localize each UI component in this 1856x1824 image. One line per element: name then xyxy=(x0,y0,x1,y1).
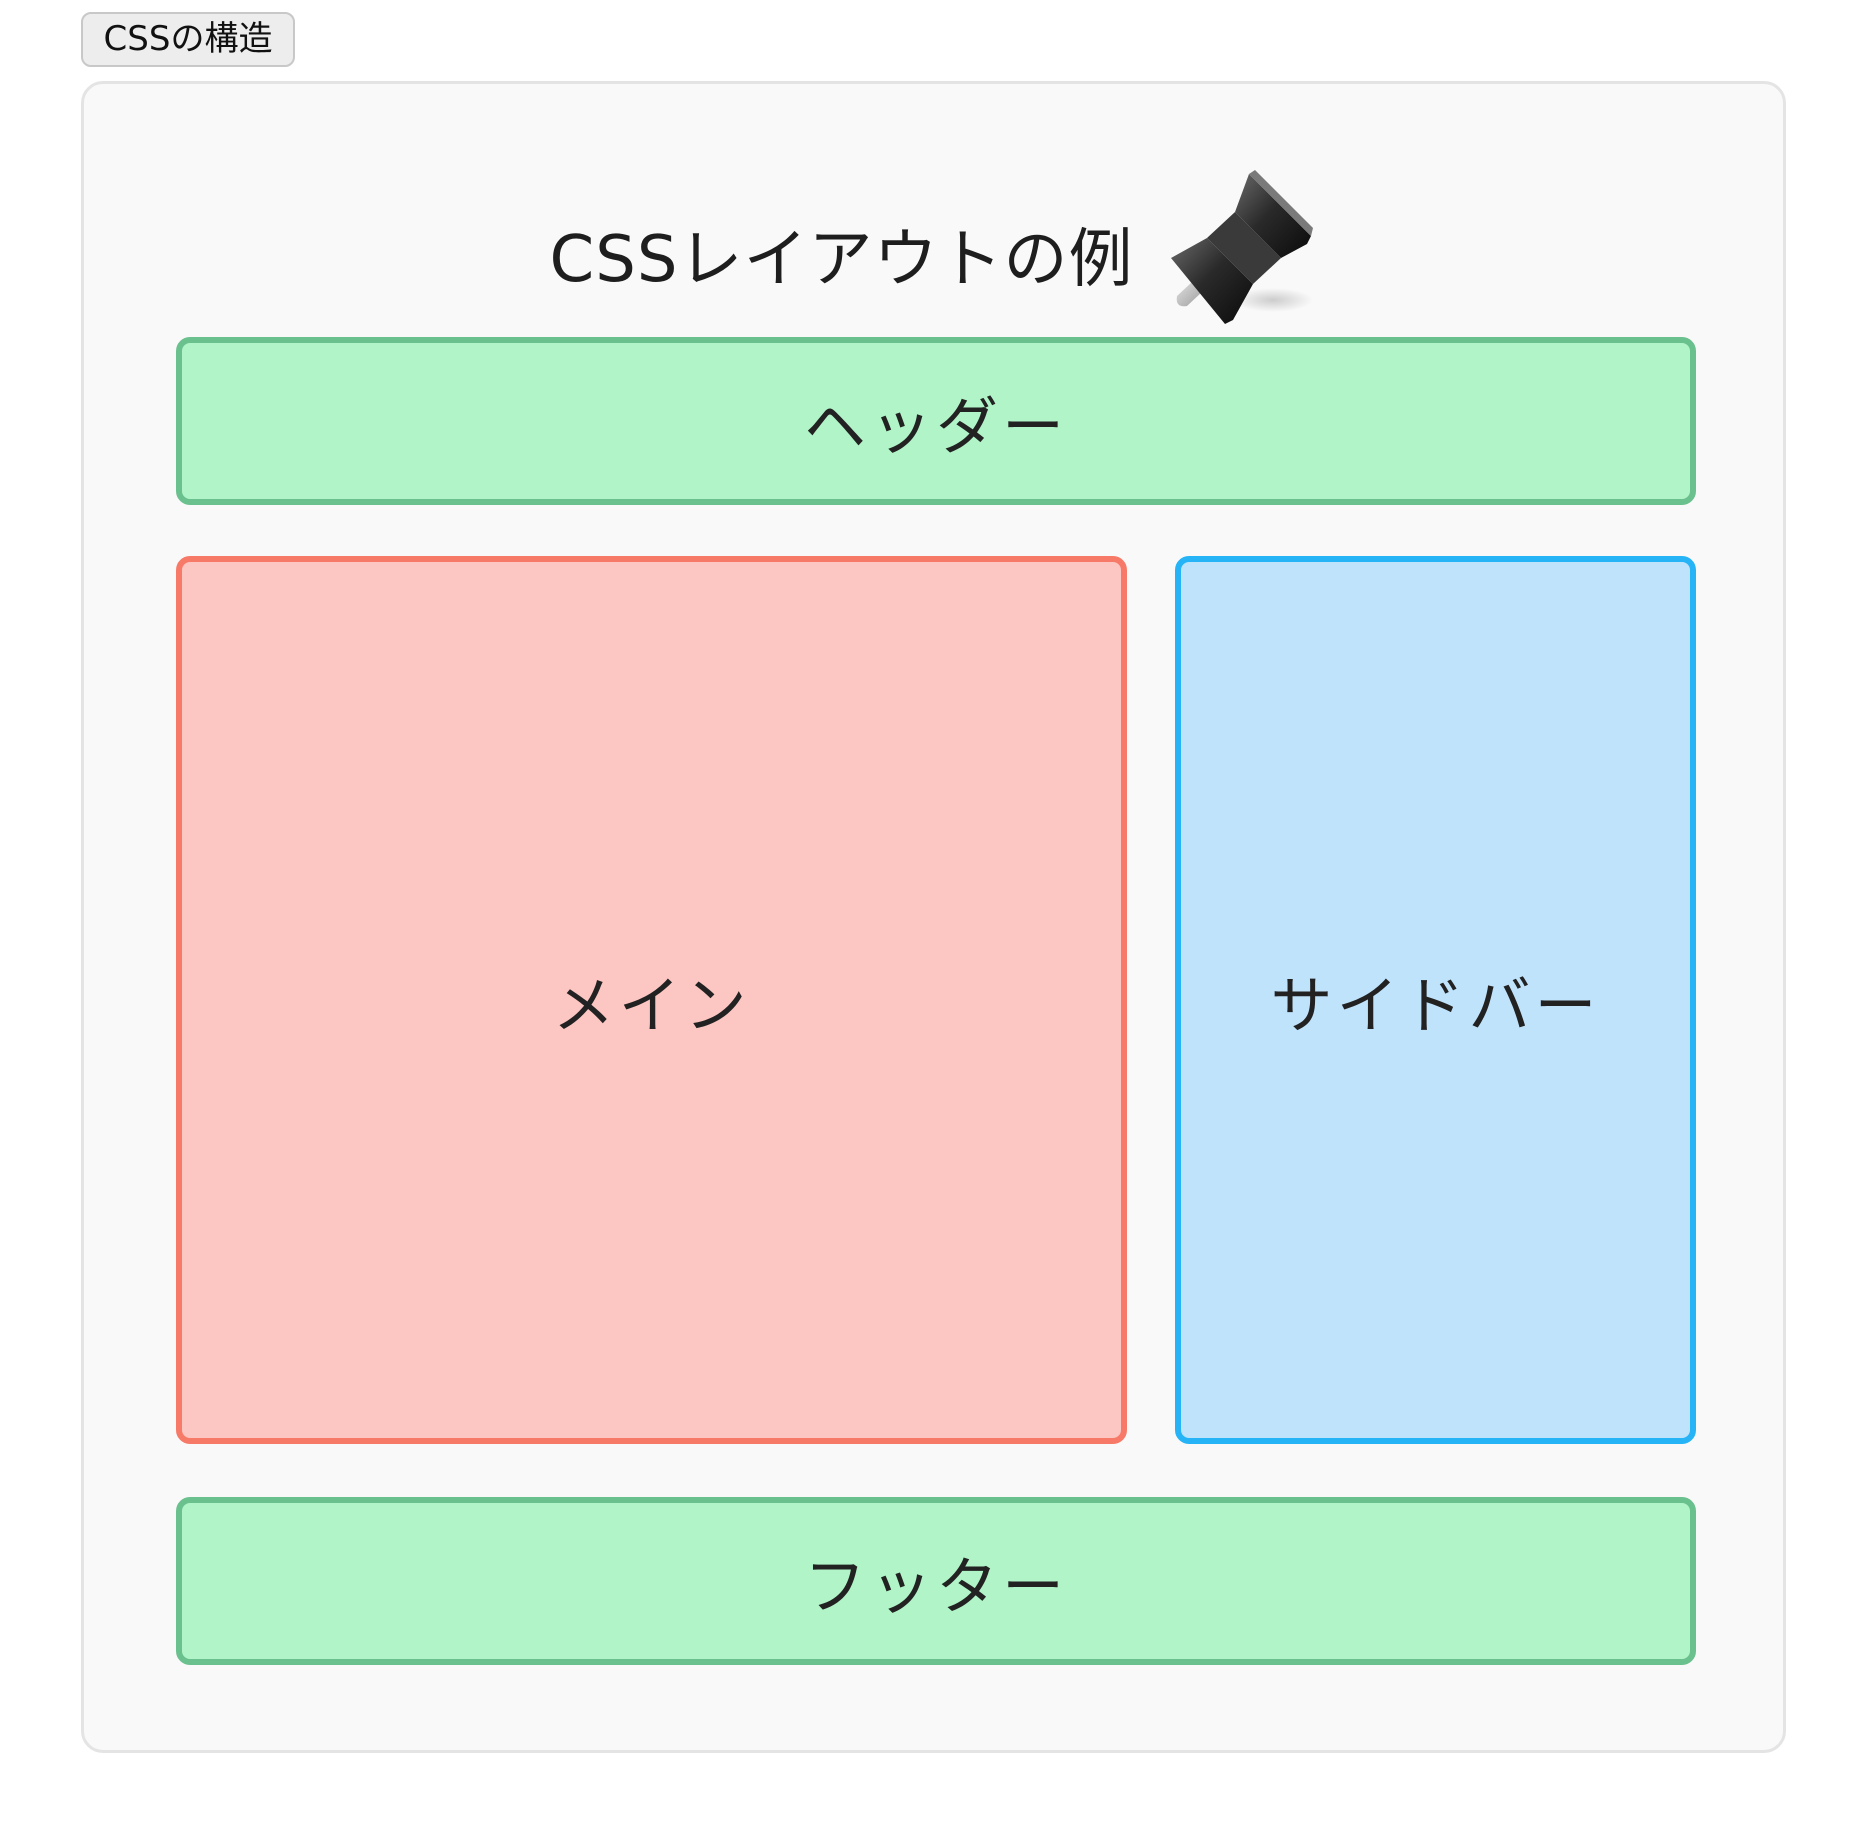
layout-diagram-panel: CSSレイアウトの例 xyxy=(81,81,1786,1753)
css-structure-tab-button[interactable]: CSSの構造 xyxy=(81,12,295,67)
main-block: メイン xyxy=(176,556,1127,1444)
diagram-title: CSSレイアウトの例 xyxy=(549,223,1134,297)
sidebar-block: サイドバー xyxy=(1175,556,1696,1444)
pushpin-icon xyxy=(1171,170,1314,324)
sidebar-block-label: サイドバー xyxy=(1270,969,1601,1042)
diagram-title-row: CSSレイアウトの例 xyxy=(84,170,1789,324)
header-block: ヘッダー xyxy=(176,337,1696,505)
main-block-label: メイン xyxy=(552,969,751,1042)
footer-block-label: フッター xyxy=(803,1550,1068,1623)
footer-block: フッター xyxy=(176,1497,1696,1665)
header-block-label: ヘッダー xyxy=(803,390,1068,463)
